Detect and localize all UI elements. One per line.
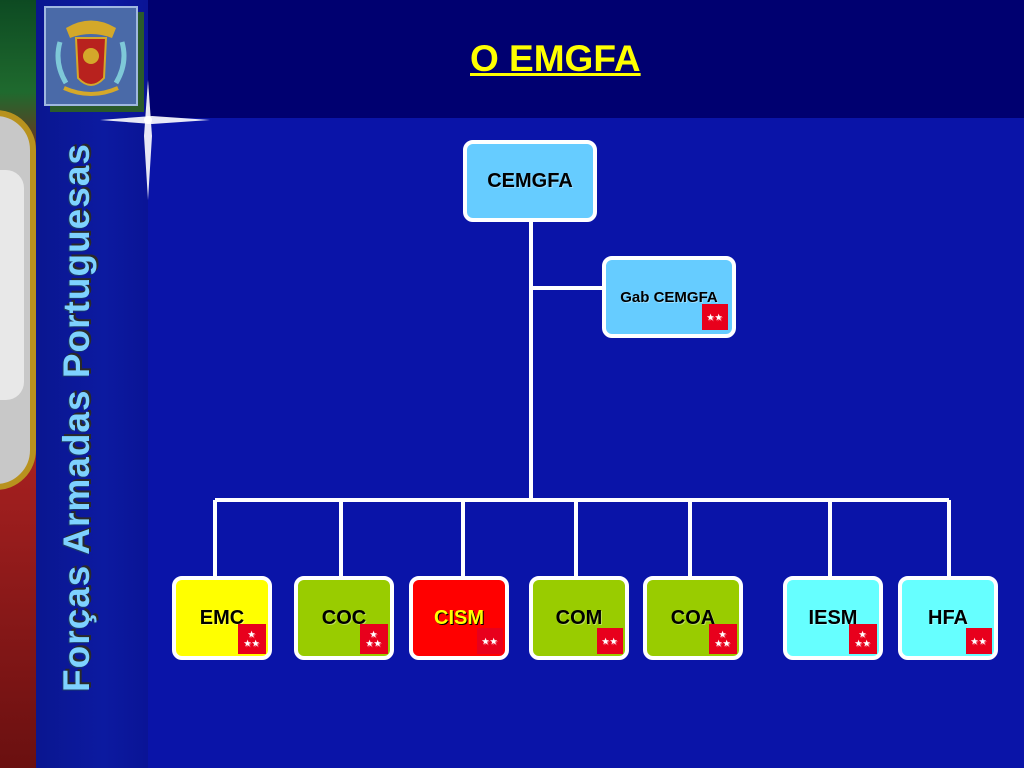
org-node-emc: EMC ★ ★★ <box>172 576 272 660</box>
sparkle-decoration <box>100 80 210 200</box>
star-icon: ★★ <box>243 639 261 648</box>
star-icon: ★ <box>718 630 728 639</box>
star-icon: ★★ <box>706 312 724 322</box>
page-title: O EMGFA <box>470 38 641 79</box>
org-node-cism: CISM ★★ <box>409 576 509 660</box>
org-node-iesm: IESM ★ ★★ <box>783 576 883 660</box>
two-star-badge: ★★ <box>702 304 728 330</box>
star-icon: ★★ <box>854 639 872 648</box>
emgfa-emblem-logo <box>44 6 138 106</box>
three-star-badge: ★ ★★ <box>360 624 388 654</box>
org-node-staff-label: Gab CEMGFA <box>620 288 718 306</box>
two-star-badge: ★★ <box>966 628 992 654</box>
org-node-root-label: CEMGFA <box>487 169 573 192</box>
org-node-coc: COC ★ ★★ <box>294 576 394 660</box>
org-node-com-label: COM <box>555 606 603 629</box>
org-node-coc-label: COC <box>321 606 367 629</box>
two-star-badge: ★★ <box>597 628 623 654</box>
flag-strip <box>0 0 36 768</box>
emblem-icon <box>46 8 136 104</box>
star-icon: ★★ <box>714 639 732 648</box>
star-icon: ★ <box>247 630 257 639</box>
org-node-com: COM ★★ <box>529 576 629 660</box>
org-node-staff: Gab CEMGFA ★★ <box>602 256 736 338</box>
three-star-badge: ★ ★★ <box>709 624 737 654</box>
org-node-cism-label: CISM <box>434 606 484 629</box>
star-icon: ★ <box>858 630 868 639</box>
org-node-emc-label: EMC <box>199 606 245 629</box>
coat-of-arms-inner <box>0 170 24 400</box>
three-star-badge: ★ ★★ <box>238 624 266 654</box>
three-star-badge: ★ ★★ <box>849 624 877 654</box>
org-node-coa: COA ★ ★★ <box>643 576 743 660</box>
star-icon: ★★ <box>481 636 499 646</box>
org-node-coa-label: COA <box>670 606 716 629</box>
org-node-root: CEMGFA <box>463 140 597 222</box>
two-star-badge: ★★ <box>477 628 503 654</box>
star-icon: ★★ <box>601 636 619 646</box>
top-bar <box>148 0 1024 118</box>
star-icon: ★★ <box>970 636 988 646</box>
org-node-hfa-label: HFA <box>928 606 968 629</box>
star-icon: ★ <box>369 630 379 639</box>
side-band <box>36 0 148 768</box>
org-node-iesm-label: IESM <box>808 606 858 629</box>
star-icon: ★★ <box>365 639 383 648</box>
org-node-hfa: HFA ★★ <box>898 576 998 660</box>
